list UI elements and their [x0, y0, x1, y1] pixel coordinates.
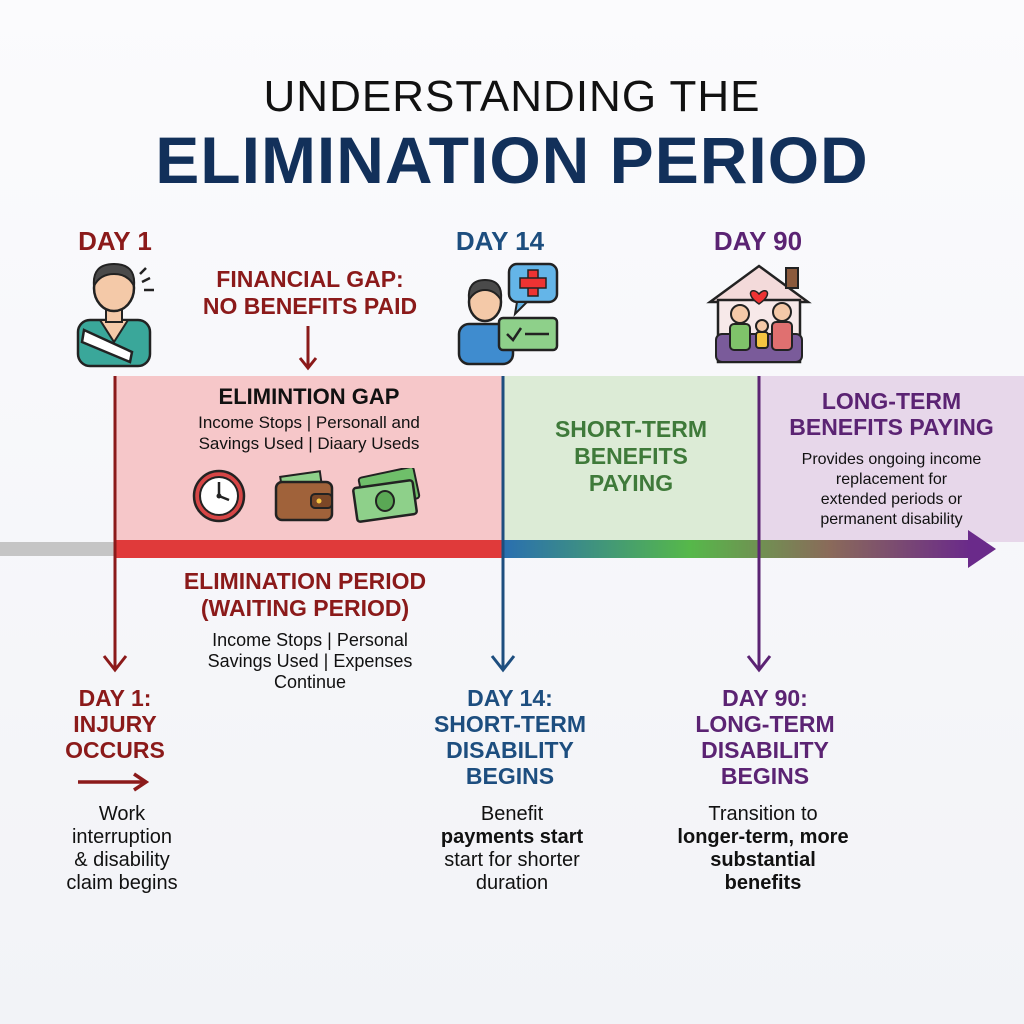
timeline-bar [0, 530, 996, 568]
money-icon [352, 468, 421, 523]
milestone-2-title-3: DISABILITY [446, 737, 574, 763]
injured-person-icon [76, 262, 154, 368]
short-term-panel-text: SHORT-TERM BENEFITS PAYING [503, 416, 759, 497]
milestone-2-desc-1: Benefit [480, 803, 544, 825]
milestone-1-desc-1: Work [98, 803, 146, 825]
clock-icon [192, 469, 246, 523]
milestone-1-title-1: DAY 1: [78, 685, 152, 711]
long-panel-desc-2: replacement for [835, 471, 948, 488]
milestone-day-14-description: Benefit payments start start for shorter… [400, 803, 624, 895]
right-arrow-icon [78, 772, 150, 792]
down-arrow-icon [298, 326, 318, 371]
gap-panel-line-2: Savings Used | Diaary Useds [198, 434, 420, 453]
milestone-3-desc-1: Transition to [708, 803, 818, 825]
doctor-with-medical-check-icon [457, 262, 559, 366]
elimination-gap-panel: ELIMINTION GAP Income Stops | Personall … [115, 376, 503, 542]
short-panel-line-1: SHORT-TERM [554, 416, 708, 442]
long-panel-desc-3: extended periods or [820, 491, 963, 508]
milestone-3-desc-2: longer-term, more [677, 826, 849, 848]
milestone-2-title-2: SHORT-TERM [433, 711, 587, 737]
elimination-period-label: ELIMINATION PERIOD (WAITING PERIOD) [150, 568, 460, 622]
long-panel-desc-4: permanent disability [820, 511, 963, 528]
financial-gap-line-2: NO BENEFITS PAID [202, 293, 418, 319]
day-90-label: DAY 90 [713, 226, 803, 256]
gap-panel-line-1: Income Stops | Personall and [198, 413, 420, 432]
elimination-period-title-1: ELIMINATION PERIOD [183, 568, 427, 594]
wallet-icon [274, 470, 334, 522]
milestone-2-desc-2: payments start [440, 826, 584, 848]
milestone-2-title-1: DAY 14: [467, 685, 553, 711]
financial-gap-label: FINANCIAL GAP: NO BENEFITS PAID [180, 266, 440, 320]
elimination-period-desc-3: Continue [273, 672, 347, 692]
long-panel-desc-1: Provides ongoing income [801, 451, 982, 468]
gap-panel-description: Income Stops | Personall and Savings Use… [115, 412, 503, 454]
long-term-panel-description: Provides ongoing income replacement for … [759, 450, 1024, 530]
gap-panel-title: ELIMINTION GAP [218, 384, 400, 409]
milestone-day-90-title: DAY 90: LONG-TERM DISABILITY BEGINS [655, 685, 875, 789]
marker-lines [102, 376, 772, 673]
milestone-2-desc-4: duration [475, 872, 549, 894]
long-panel-title-2: BENEFITS PAYING [789, 414, 994, 440]
long-panel-title-1: LONG-TERM [821, 388, 962, 414]
milestone-3-desc-3: substantial [710, 849, 816, 871]
title-line-2: ELIMINATION PERIOD [155, 123, 869, 197]
long-term-panel-title: LONG-TERM BENEFITS PAYING [759, 388, 1024, 440]
milestone-3-title-4: BEGINS [720, 763, 810, 789]
elimination-period-desc-2: Savings Used | Expenses [207, 651, 413, 671]
milestone-day-90-description: Transition to longer-term, more substant… [640, 803, 886, 895]
milestone-1-desc-4: claim begins [66, 872, 178, 894]
milestone-3-title-2: LONG-TERM [695, 711, 835, 737]
milestone-1-title-2: INJURY [73, 711, 157, 737]
long-term-benefits-panel: LONG-TERM BENEFITS PAYING Provides ongoi… [759, 376, 1024, 542]
elimination-period-description: Income Stops | Personal Savings Used | E… [160, 630, 460, 693]
milestone-1-desc-3: & disability [74, 849, 170, 871]
elimination-period-title-2: (WAITING PERIOD) [200, 595, 410, 621]
milestone-1-title-3: OCCURS [65, 737, 165, 763]
milestone-day-1-title: DAY 1: INJURY OCCURS [30, 685, 200, 763]
financial-gap-line-1: FINANCIAL GAP: [216, 266, 404, 292]
milestone-1-desc-2: interruption [71, 826, 173, 848]
day-14-label: DAY 14 [455, 226, 545, 256]
elimination-period-desc-1: Income Stops | Personal [212, 630, 408, 650]
milestone-3-desc-4: benefits [724, 872, 802, 894]
milestone-3-title-3: DISABILITY [701, 737, 829, 763]
short-term-benefits-panel: SHORT-TERM BENEFITS PAYING [503, 376, 759, 542]
short-panel-line-2: BENEFITS [574, 443, 688, 469]
day-1-label: DAY 1 [78, 226, 152, 256]
milestone-day-1-description: Work interruption & disability claim beg… [30, 803, 214, 895]
title-line-1: UNDERSTANDING THE [263, 72, 761, 121]
family-home-icon [706, 264, 812, 364]
milestone-3-title-1: DAY 90: [722, 685, 808, 711]
short-panel-line-3: PAYING [588, 470, 674, 496]
milestone-day-14-title: DAY 14: SHORT-TERM DISABILITY BEGINS [400, 685, 620, 789]
milestone-2-desc-3: start for shorter [444, 849, 580, 871]
milestone-2-title-4: BEGINS [465, 763, 555, 789]
